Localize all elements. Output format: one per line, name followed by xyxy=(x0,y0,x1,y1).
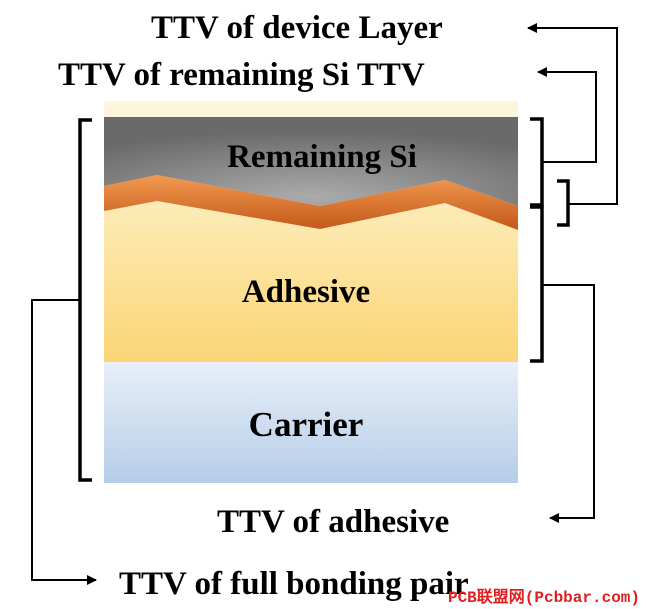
full-pair-connector xyxy=(31,299,97,585)
device-layer-ttv-label: TTV of device Layer xyxy=(151,10,443,46)
adhesive-bracket xyxy=(530,205,544,363)
remaining-si-connector xyxy=(537,67,597,163)
device-layer xyxy=(104,175,518,230)
remaining-si-layer xyxy=(104,117,518,206)
carrier-layer xyxy=(104,362,518,483)
adhesive-layer xyxy=(104,172,518,362)
remaining-si-ttv-label: TTV of remaining Si TTV xyxy=(58,57,425,93)
device-layer-connector xyxy=(527,23,618,205)
device-layer-bracket xyxy=(557,179,570,227)
watermark: PCB联盟网(Pcbbar.com) xyxy=(448,588,640,607)
full-pair-bracket xyxy=(78,118,92,482)
remaining-si-bracket xyxy=(530,117,544,207)
carrier-label: Carrier xyxy=(249,405,364,444)
remaining-si-label: Remaining Si xyxy=(227,139,417,175)
adhesive-label: Adhesive xyxy=(242,274,370,310)
full-pair-ttv-label: TTV of full bonding pair xyxy=(119,566,469,602)
adhesive-ttv-label: TTV of adhesive xyxy=(217,504,449,540)
adhesive-top-edge xyxy=(104,101,518,117)
adhesive-connector xyxy=(542,284,595,523)
